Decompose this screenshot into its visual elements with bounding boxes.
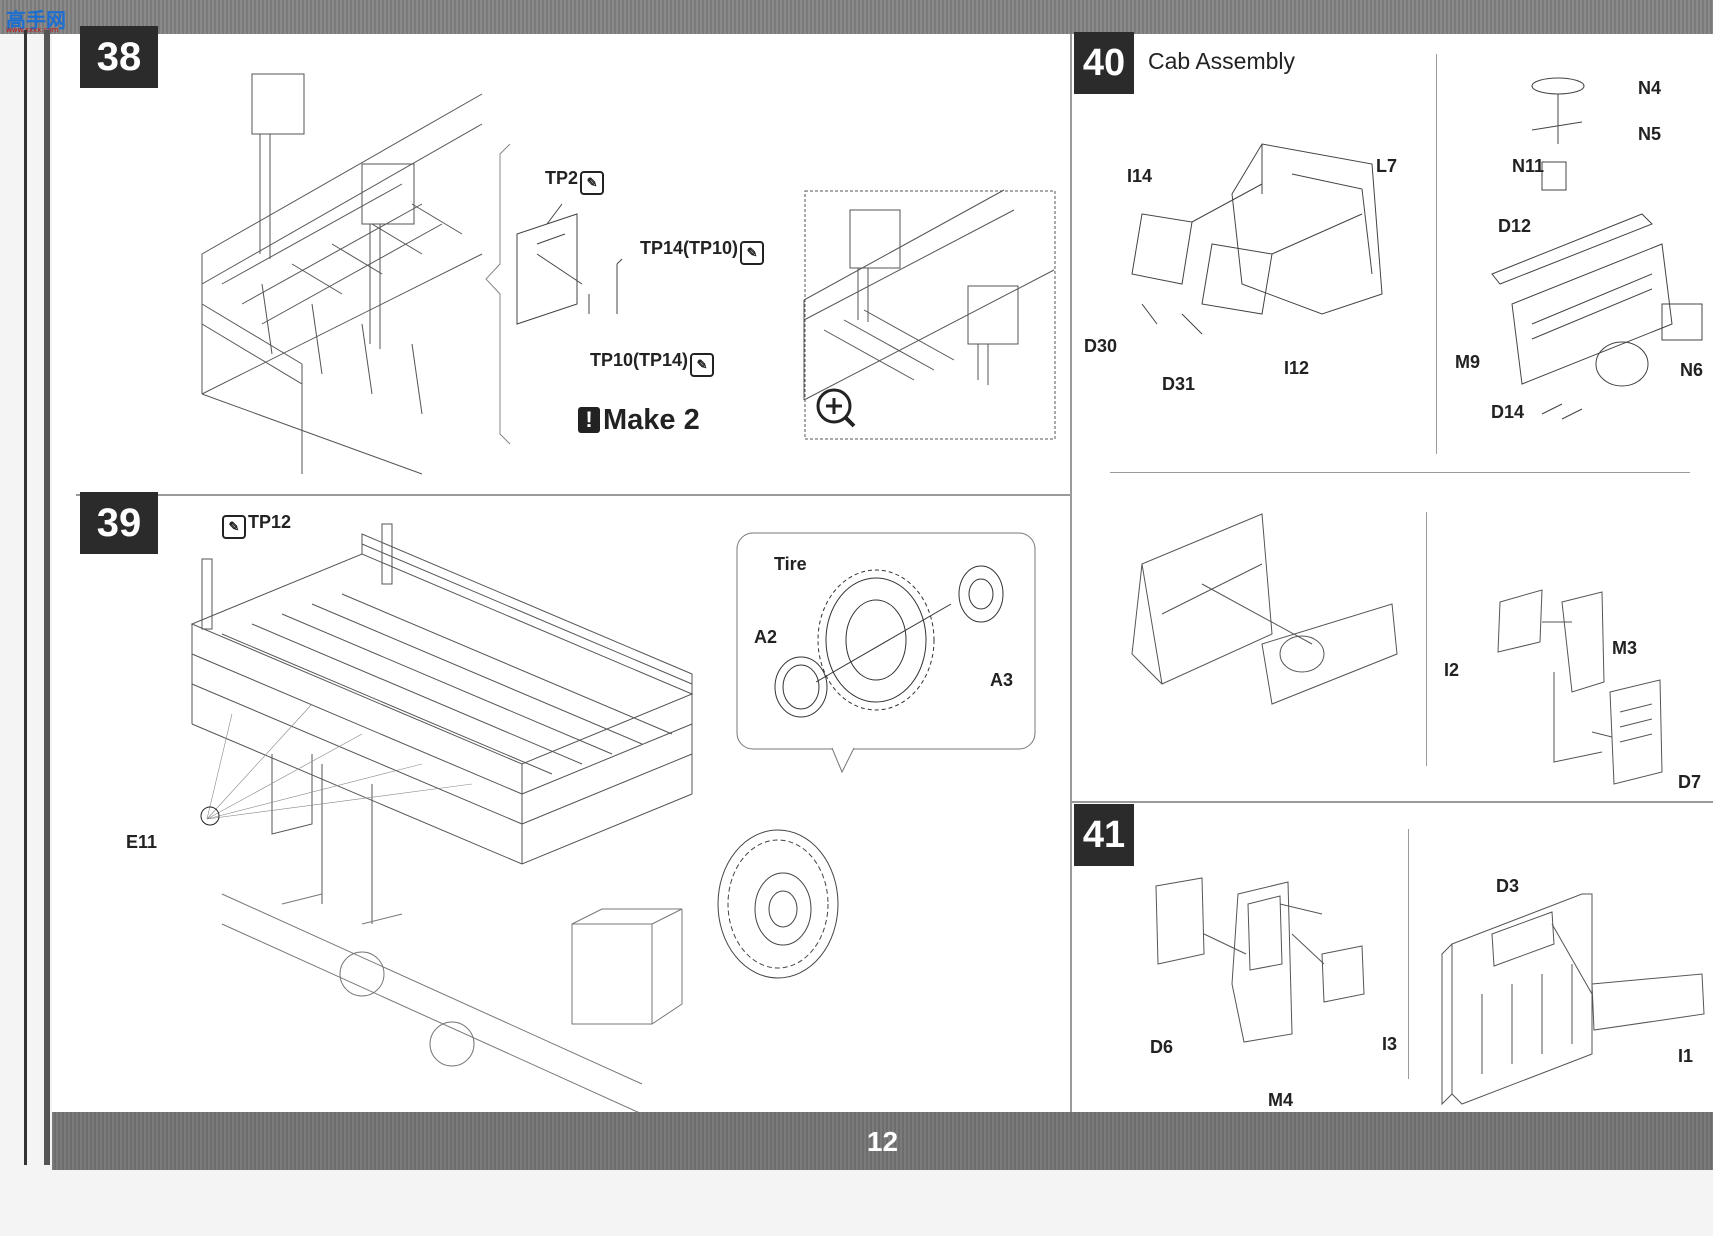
- label-a2: A2: [754, 627, 778, 647]
- label-n4: N4: [1638, 78, 1662, 98]
- step-38-number: 38: [80, 26, 158, 88]
- step-41-number: 41: [1074, 804, 1134, 866]
- step-39-cargo-bed-drawing: [162, 524, 762, 1104]
- label-n11: N11: [1512, 156, 1545, 176]
- label-m4: M4: [1268, 1090, 1294, 1110]
- label-e11: E11: [126, 832, 158, 852]
- glue-icon: ✎: [580, 171, 605, 195]
- divider-40-right: [1436, 54, 1437, 454]
- left-edge-bar: [44, 30, 50, 1165]
- step-40-cab-interior-drawing: [1122, 134, 1422, 394]
- label-d7: D7: [1678, 772, 1702, 792]
- label-d12: D12: [1498, 216, 1532, 236]
- glue-icon: ✎: [740, 241, 765, 265]
- step-39-wheel-drawing: [708, 824, 848, 984]
- label-d3: D3: [1496, 876, 1520, 896]
- label-d6: D6: [1150, 1037, 1174, 1057]
- step-40-number: 40: [1074, 32, 1134, 94]
- scan-margin: [0, 1170, 1713, 1236]
- label-m3: M3: [1612, 638, 1638, 658]
- label-l7: L7: [1376, 156, 1398, 176]
- label-i1: I1: [1678, 1046, 1694, 1066]
- label-tp10: TP10(TP14)✎: [590, 350, 716, 377]
- make-2-note: !Make 2: [578, 404, 700, 437]
- divider-40-lower: [1426, 512, 1427, 766]
- label-tp2: TP2✎: [545, 168, 606, 195]
- label-d31: D31: [1162, 374, 1196, 394]
- label-i12: I12: [1284, 358, 1310, 378]
- step-38-detail-box: [804, 190, 1056, 440]
- divider-40-41: [1072, 801, 1713, 803]
- page-number: 12: [866, 1126, 899, 1157]
- label-i2: I2: [1444, 660, 1460, 680]
- label-n6: N6: [1680, 360, 1704, 380]
- label-i3: I3: [1382, 1034, 1398, 1054]
- step-41-cab-rear-drawing: [1442, 854, 1712, 1104]
- label-d30: D30: [1084, 336, 1118, 356]
- watermark-text: 高手网: [6, 8, 66, 32]
- step-38-bracket: [472, 144, 512, 454]
- step-40-door-drawing: [1492, 582, 1712, 802]
- label-n5: N5: [1638, 124, 1662, 144]
- divider-38-39: [76, 494, 1070, 496]
- label-a3: A3: [990, 670, 1014, 690]
- top-scan-bar: [0, 0, 1713, 34]
- left-edge-line: [24, 30, 27, 1165]
- step-38-bed-drawing: [142, 54, 502, 474]
- step-39-number: 39: [80, 492, 158, 554]
- label-tp12: ✎TP12: [220, 512, 291, 539]
- step-40-cab-dash-drawing: [1122, 504, 1402, 754]
- label-d14: D14: [1491, 402, 1525, 422]
- glue-icon: ✎: [690, 353, 715, 377]
- label-i14: I14: [1127, 166, 1153, 186]
- label-tire: Tire: [774, 554, 807, 574]
- step-40-title: Cab Assembly: [1148, 48, 1296, 74]
- label-m9: M9: [1455, 352, 1481, 372]
- glue-icon: ✎: [222, 515, 246, 539]
- step-40-dashboard-drawing: [1472, 74, 1712, 434]
- step-38-panel-drawing: [507, 194, 667, 364]
- watermark-url: www.xxxx.com: [6, 26, 59, 34]
- divider-41: [1408, 829, 1409, 1079]
- divider-40-upper: [1110, 472, 1690, 473]
- watermark-logo: 高手网 www.xxxx.com: [6, 4, 70, 34]
- label-tp14: TP14(TP10)✎: [640, 238, 766, 265]
- exclamation-icon: !: [578, 407, 600, 433]
- center-divider: [1070, 34, 1072, 1112]
- bottom-bar: 12: [52, 1112, 1713, 1170]
- step-39-tire-callout: [736, 532, 1036, 762]
- step-41-door-drawing: [1152, 874, 1392, 1064]
- instruction-page: 38 TP2✎ TP14(TP10)✎ TP10(TP14)✎ !Make 2: [52, 26, 1713, 1112]
